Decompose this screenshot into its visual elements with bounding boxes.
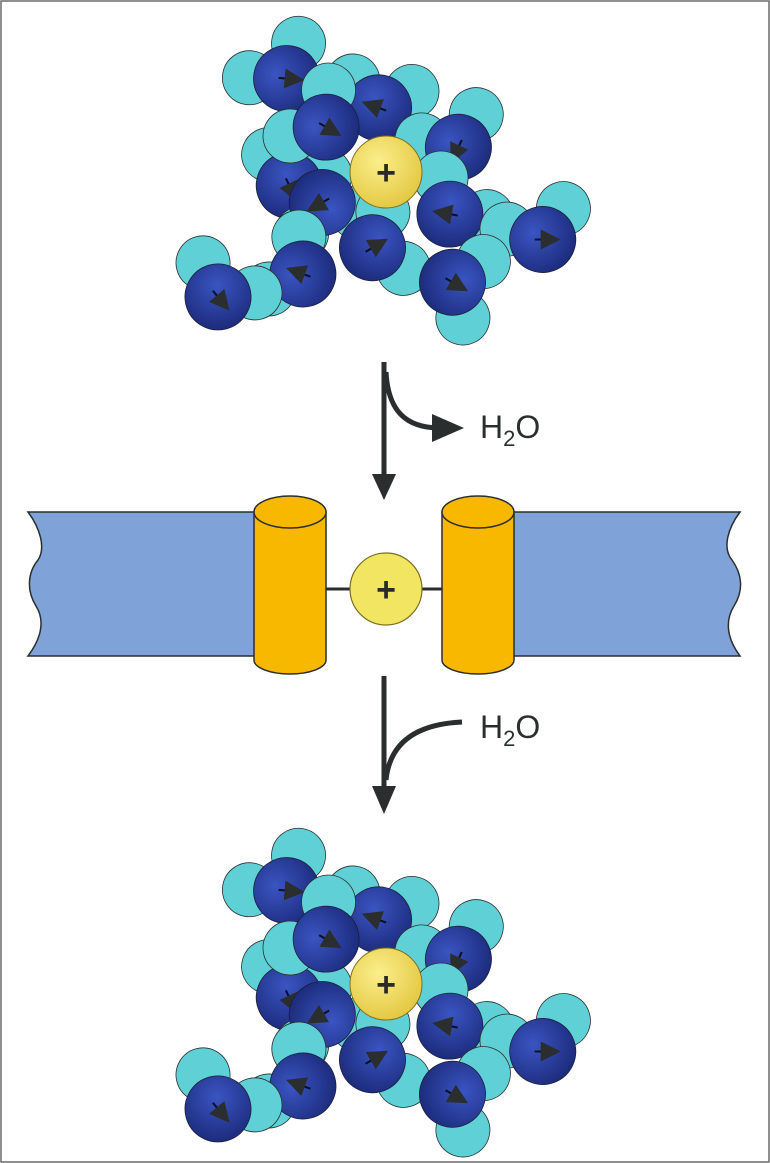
water-label-in: H2O	[480, 709, 540, 751]
svg-text:+: +	[376, 154, 396, 192]
water-molecule-icon	[262, 62, 360, 164]
water-molecule-icon	[419, 234, 511, 346]
cation-icon: +	[349, 947, 423, 1021]
water-molecule-icon	[262, 874, 360, 976]
water-molecule-icon	[175, 1047, 283, 1143]
ion-channel-icon: +	[253, 495, 515, 675]
water-molecule-icon	[419, 1046, 511, 1158]
svg-text:+: +	[376, 571, 396, 609]
svg-text:+: +	[376, 966, 396, 1004]
dehydration-arrow	[372, 362, 464, 500]
cation-icon: +	[349, 135, 423, 209]
channel-cylinder-left	[253, 495, 327, 675]
water-molecule-icon	[221, 827, 326, 924]
hydrated-cation-top: +	[175, 15, 591, 346]
water-molecule-icon	[479, 993, 591, 1085]
membrane-left	[26, 511, 263, 657]
rehydration-arrow	[372, 676, 463, 814]
water-label-out: H2O	[480, 409, 540, 451]
water-molecule-icon	[175, 235, 283, 331]
water-molecule-icon	[479, 181, 591, 273]
cation-icon: +	[349, 552, 423, 626]
hydrated-cation-bottom: +	[175, 827, 591, 1158]
membrane-right	[507, 511, 742, 657]
cell-membrane	[26, 511, 742, 657]
channel-cylinder-right	[441, 495, 515, 675]
